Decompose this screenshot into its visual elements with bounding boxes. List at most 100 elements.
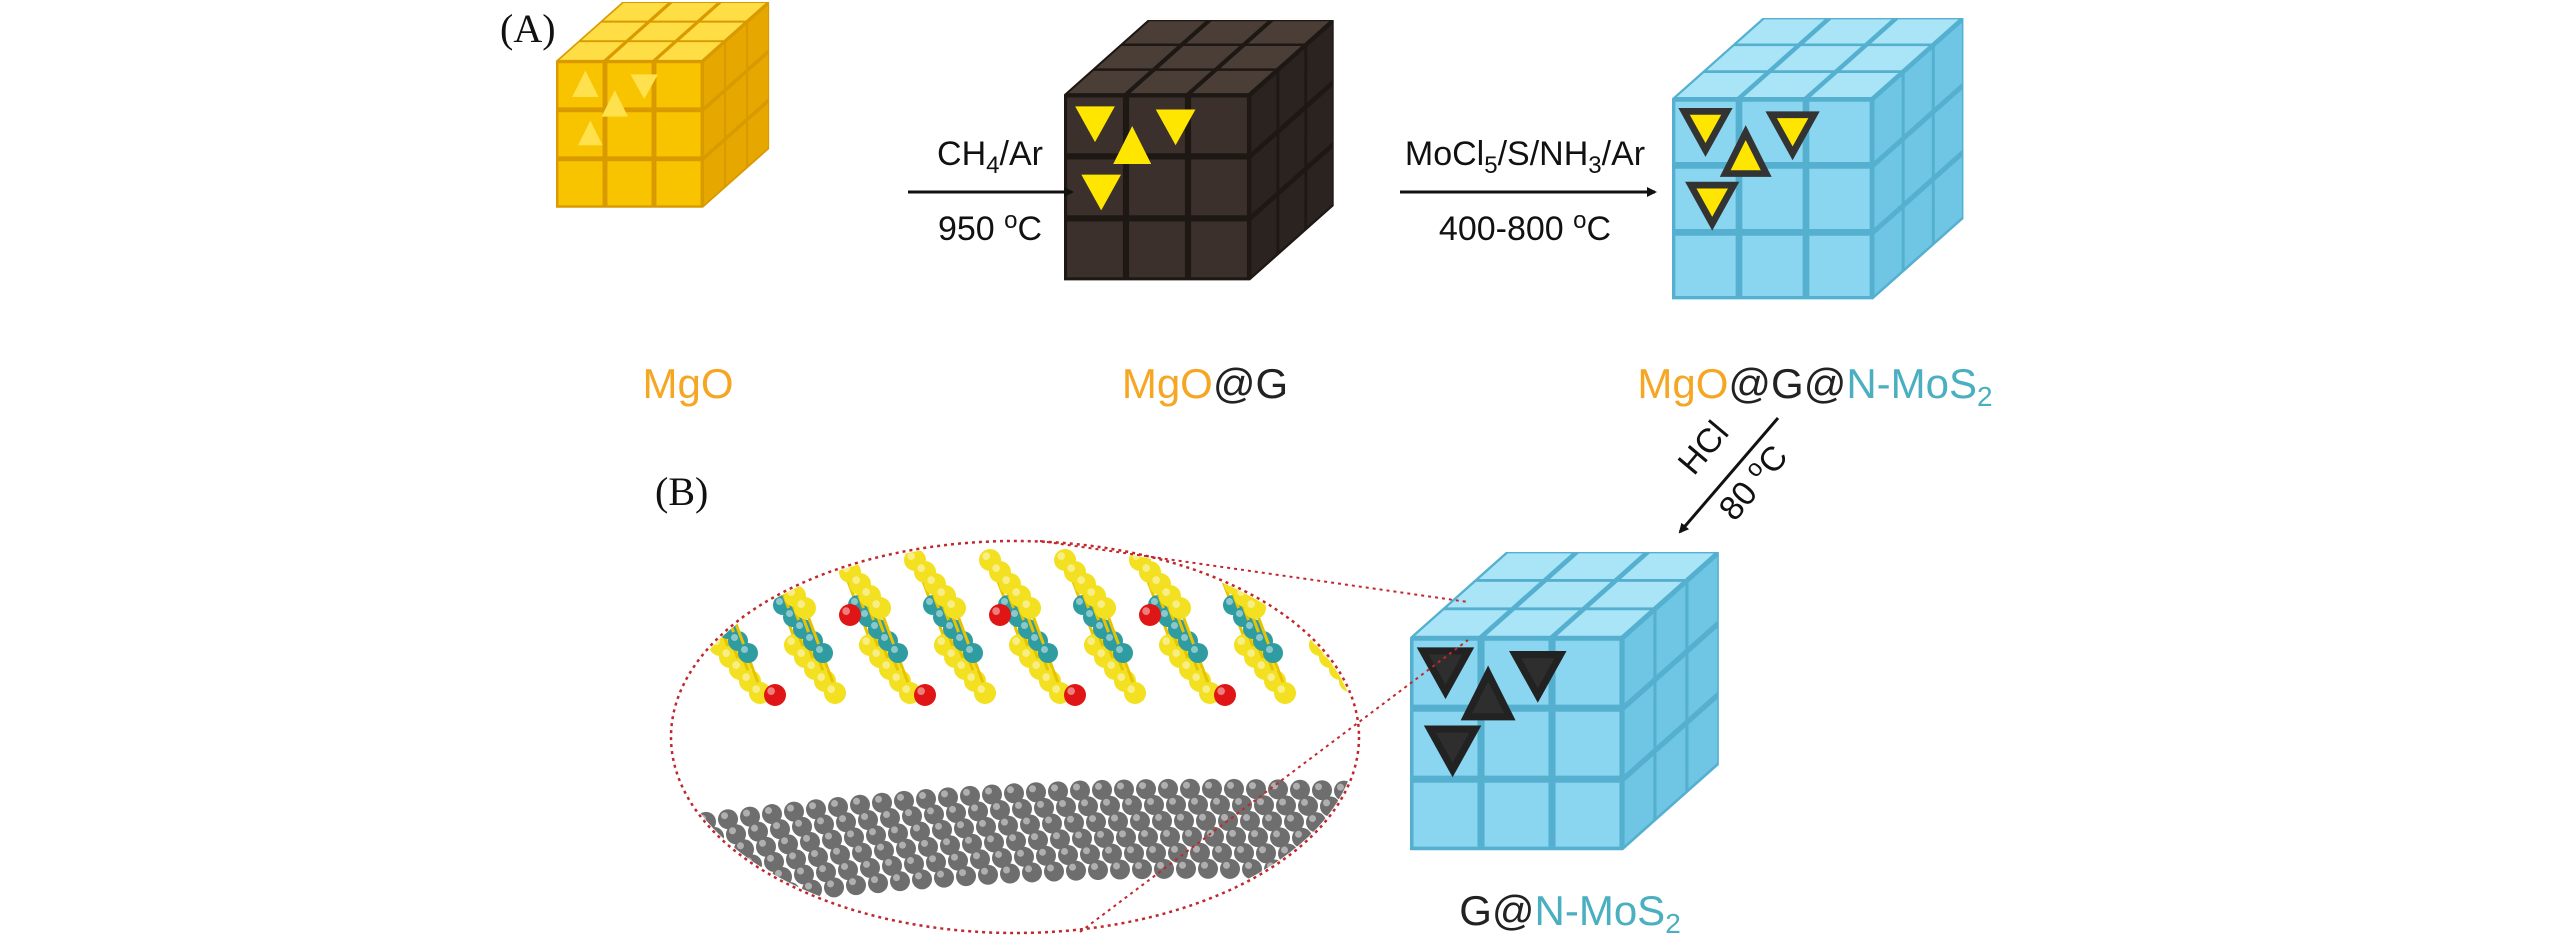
- carbon-atom: [762, 804, 782, 825]
- cube-side-tile: [1874, 143, 1902, 228]
- cube-side-tile: [1624, 755, 1654, 846]
- carbon-atom: [828, 796, 848, 817]
- molybdenum-atom: [1338, 643, 1357, 663]
- label-mgo-g-mos2: MgO@G@N-MoS2: [1637, 360, 1992, 412]
- carbon-atom: [1130, 811, 1150, 832]
- carbon-atom: [1078, 796, 1098, 817]
- cube-top-tile: [1486, 610, 1579, 636]
- carbon-atom: [758, 884, 778, 905]
- carbon-atom: [1100, 795, 1120, 816]
- cube-side-tile: [1688, 556, 1718, 647]
- sulfur-atom: [709, 585, 731, 607]
- triangle-pore: [1765, 111, 1820, 161]
- panel-label-a: (A): [500, 6, 556, 51]
- carbon-atom: [1286, 859, 1306, 880]
- carbon-atom: [1234, 842, 1254, 863]
- cube-top-tile: [559, 42, 624, 60]
- cube-side-tile: [1624, 613, 1654, 704]
- carbon-atom: [838, 859, 858, 880]
- cube-side-tile: [1874, 76, 1902, 161]
- carbon-atom: [1034, 797, 1054, 818]
- cube-side-tile: [1656, 585, 1686, 675]
- cube-side-tile: [704, 93, 724, 156]
- carbon-atom: [1366, 845, 1386, 865]
- carbon-atom: [1298, 795, 1318, 816]
- cube-front-tile: [1129, 159, 1185, 216]
- carbon-atom: [690, 844, 710, 865]
- sulfur-atom: [764, 561, 786, 583]
- nitrogen-atom: [689, 604, 711, 626]
- molybdenum-atom: [1298, 595, 1318, 615]
- carbon-atom: [946, 802, 966, 823]
- carbon-atom: [874, 840, 894, 861]
- carbon-atom: [1334, 780, 1354, 801]
- cube-top-tile: [701, 2, 766, 21]
- carbon-atom: [684, 877, 704, 898]
- carbon-atom: [910, 821, 930, 842]
- carbon-atom: [1048, 781, 1068, 802]
- carbon-atom: [638, 835, 658, 855]
- cube-top-tile: [1186, 21, 1268, 44]
- carbon-atom: [1086, 812, 1106, 833]
- bond: [1288, 559, 1322, 641]
- cube-side-tile: [1307, 86, 1333, 165]
- carbon-atom: [1012, 798, 1032, 819]
- carbon-atom: [954, 818, 974, 839]
- cube-side-tile: [1656, 727, 1686, 817]
- mgo-graphene-cube: [1064, 20, 1334, 281]
- carbon-atom: [706, 874, 726, 895]
- carbon-atom: [1270, 827, 1290, 848]
- carbon-atom: [780, 882, 800, 903]
- carbon-atom: [748, 821, 768, 842]
- carbon-atom: [822, 829, 842, 850]
- cube-side-tile: [748, 103, 769, 166]
- sulfur-atom: [1214, 561, 1236, 583]
- cube-top-tile: [652, 2, 717, 21]
- sulfur-atom: [1319, 597, 1341, 619]
- carbon-atom: [1064, 812, 1084, 833]
- carbon-atom: [1284, 811, 1304, 832]
- carbon-atom: [1124, 843, 1144, 864]
- carbon-atom: [718, 809, 738, 830]
- carbon-atom: [1044, 861, 1064, 882]
- cube-top-tile: [581, 22, 646, 41]
- cube-front-tile: [1742, 168, 1803, 230]
- panel-label-b: (B): [655, 469, 708, 514]
- cube-side-tile: [1279, 111, 1305, 190]
- mgo-graphene-mos2-cube: [1672, 18, 1964, 300]
- carbon-atom: [880, 808, 900, 829]
- cube-side-tile: [1904, 116, 1932, 201]
- step2-reagents: MoCl5/S/NH3/Ar: [1405, 135, 1645, 179]
- carbon-atom: [736, 887, 756, 908]
- cube-side-tile: [1307, 24, 1333, 103]
- sulfur-atom: [1124, 682, 1146, 704]
- carbon-atom: [1042, 813, 1062, 834]
- cube-front-tile: [607, 161, 652, 206]
- carbon-atom: [1212, 842, 1232, 863]
- carbon-atom: [948, 850, 968, 871]
- cube-top-tile: [1743, 72, 1832, 98]
- carbon-atom: [1188, 794, 1208, 815]
- carbon-atom: [858, 810, 878, 831]
- carbon-atom: [1014, 846, 1034, 867]
- carbon-atom: [1198, 858, 1218, 879]
- sulfur-atom: [869, 597, 891, 619]
- cube-top-tile: [1415, 610, 1508, 636]
- cube-top-tile: [630, 22, 695, 41]
- nitrogen-atom: [839, 604, 861, 626]
- carbon-atom: [1336, 828, 1356, 849]
- carbon-atom: [756, 836, 776, 857]
- cube-side-tile: [1904, 183, 1932, 268]
- cube-side-tile: [1904, 49, 1932, 134]
- sulfur-atom: [1309, 585, 1331, 607]
- carbon-atom: [962, 833, 982, 854]
- cube-front-tile: [1129, 221, 1185, 278]
- cube-top-tile: [1871, 19, 1959, 44]
- carbon-atom: [1374, 862, 1394, 882]
- cube-front-tile: [1191, 221, 1247, 278]
- carbon-atom: [1066, 860, 1086, 881]
- step3-acid: HCl: [1671, 414, 1737, 482]
- sulfur-atom: [754, 549, 776, 571]
